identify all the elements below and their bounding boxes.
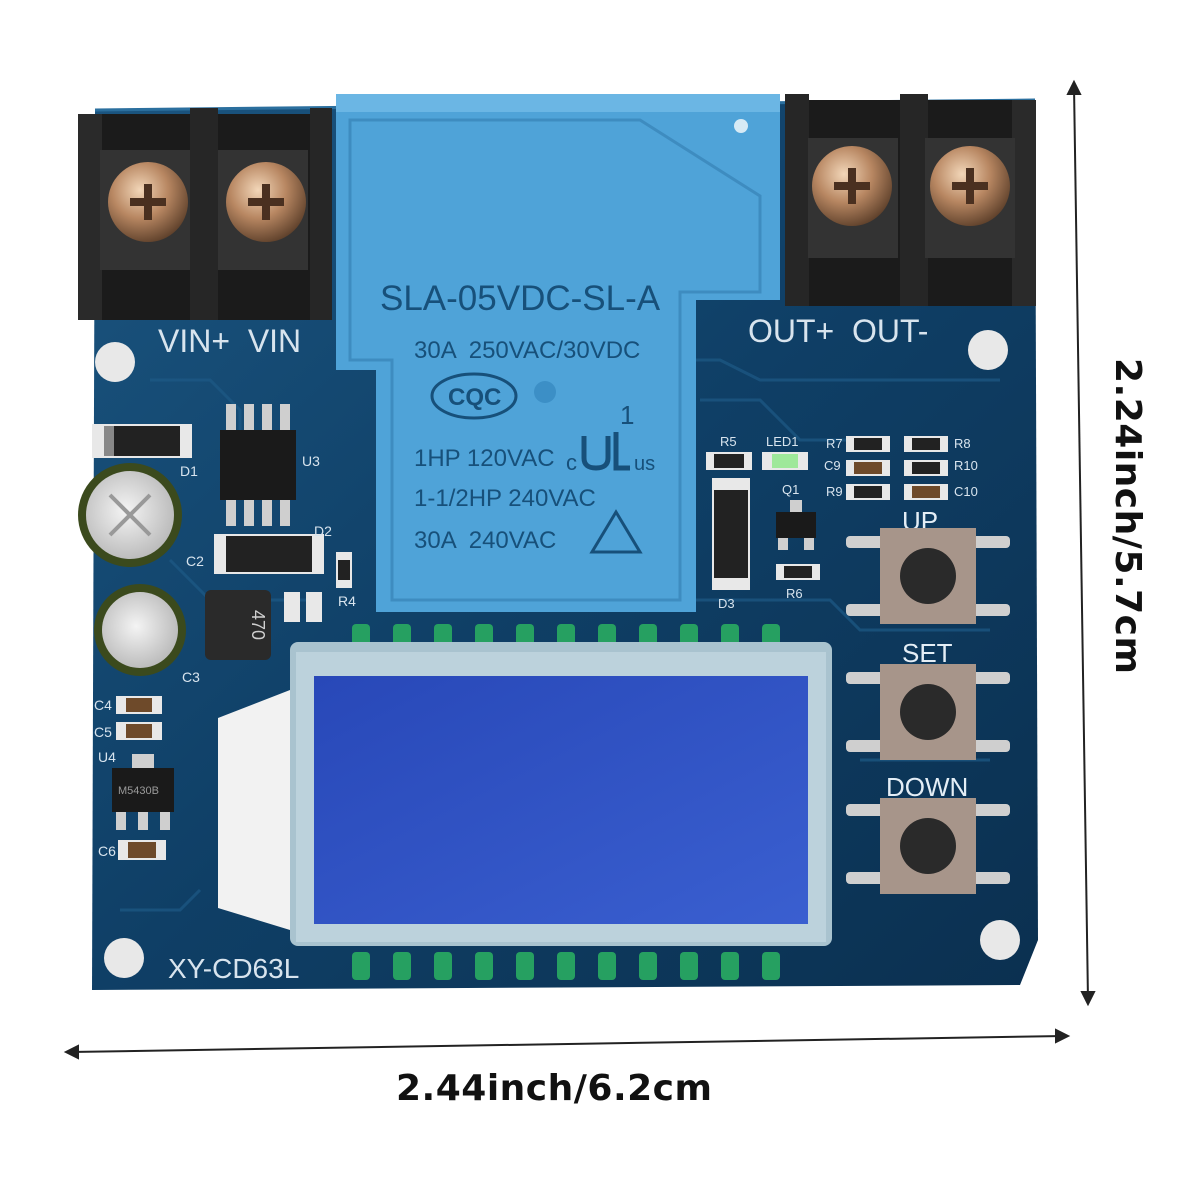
input-terminal-block [78, 108, 332, 320]
d2-label: D2 [314, 523, 332, 539]
r6-label: R6 [786, 586, 803, 601]
ul-us-mark: us [634, 453, 655, 475]
c10-label: C10 [954, 484, 978, 499]
c4-label: C4 [94, 697, 112, 713]
r8-label: R8 [954, 436, 971, 451]
r5-label: R5 [720, 434, 737, 449]
relay-rating-1: 30A 250VAC/30VDC [414, 337, 640, 364]
relay-rating-3: 1-1/2HP 240VAC [414, 485, 596, 512]
width-dimension-arrow [63, 1028, 1071, 1060]
mounting-hole [980, 920, 1020, 960]
output-terminal-block [785, 94, 1036, 306]
relay-model: SLA-05VDC-SL-A [380, 279, 661, 318]
height-dimension-label: 2.24inch/5.7cm [1107, 358, 1148, 675]
up-button[interactable] [846, 528, 1010, 624]
relay-pin-mark: 1 [620, 400, 634, 430]
c6-label: C6 [98, 843, 116, 859]
c9-label: C9 [824, 458, 841, 473]
u3-chip [220, 404, 296, 526]
relay: SLA-05VDC-SL-A 30A 250VAC/30VDC CQC 1 1H… [336, 94, 780, 612]
right-components: R5 LED1 R7 C9 R9 R8 R10 C10 D3 Q1 R6 [706, 434, 978, 611]
set-button-label: SET [902, 638, 953, 668]
r9-label: R9 [826, 484, 843, 499]
led1-label: LED1 [766, 434, 799, 449]
relay-rating-4: 30A 240VAC [414, 527, 556, 554]
mounting-hole [95, 342, 135, 382]
mounting-hole [104, 938, 144, 978]
width-dimension-label: 2.44inch/6.2cm [396, 1068, 713, 1109]
r7-label: R7 [826, 436, 843, 451]
r10-label: R10 [954, 458, 978, 473]
relay-rating-2: 1HP 120VAC [414, 445, 555, 472]
height-dimension-arrow [1066, 79, 1096, 1007]
q1-label: Q1 [782, 482, 799, 497]
inductor-label: 470 [248, 610, 268, 640]
lcd-module [218, 624, 832, 980]
r4-label: R4 [338, 593, 356, 609]
left-components: D1 U3 C2 D2 R4 470 [78, 404, 356, 860]
c2-label: C2 [186, 553, 204, 569]
board-model: XY-CD63L [168, 953, 299, 984]
u4-label: U4 [98, 749, 116, 765]
down-button-label: DOWN [886, 772, 968, 802]
u4-regulator [112, 768, 174, 812]
d3-label: D3 [718, 596, 735, 611]
set-button[interactable] [846, 664, 1010, 760]
ul-c-mark: c [566, 450, 577, 475]
d1-label: D1 [180, 463, 198, 479]
tuv-triangle-icon [589, 509, 643, 554]
output-terminal-label: OUT+ OUT- [748, 313, 928, 349]
c5-label: C5 [94, 724, 112, 740]
cert-mark: CQC [448, 384, 501, 411]
input-terminal-label: VIN+ VIN [158, 323, 301, 359]
u4-marking: M5430B [118, 785, 159, 797]
ul-logo-icon [581, 432, 630, 471]
inductor [205, 590, 271, 660]
mounting-hole [968, 330, 1008, 370]
c3-label: C3 [182, 669, 200, 685]
u3-label: U3 [302, 453, 320, 469]
down-button[interactable] [846, 798, 1010, 894]
cqc-mark-icon [430, 372, 518, 420]
lcd-screen [314, 676, 808, 924]
